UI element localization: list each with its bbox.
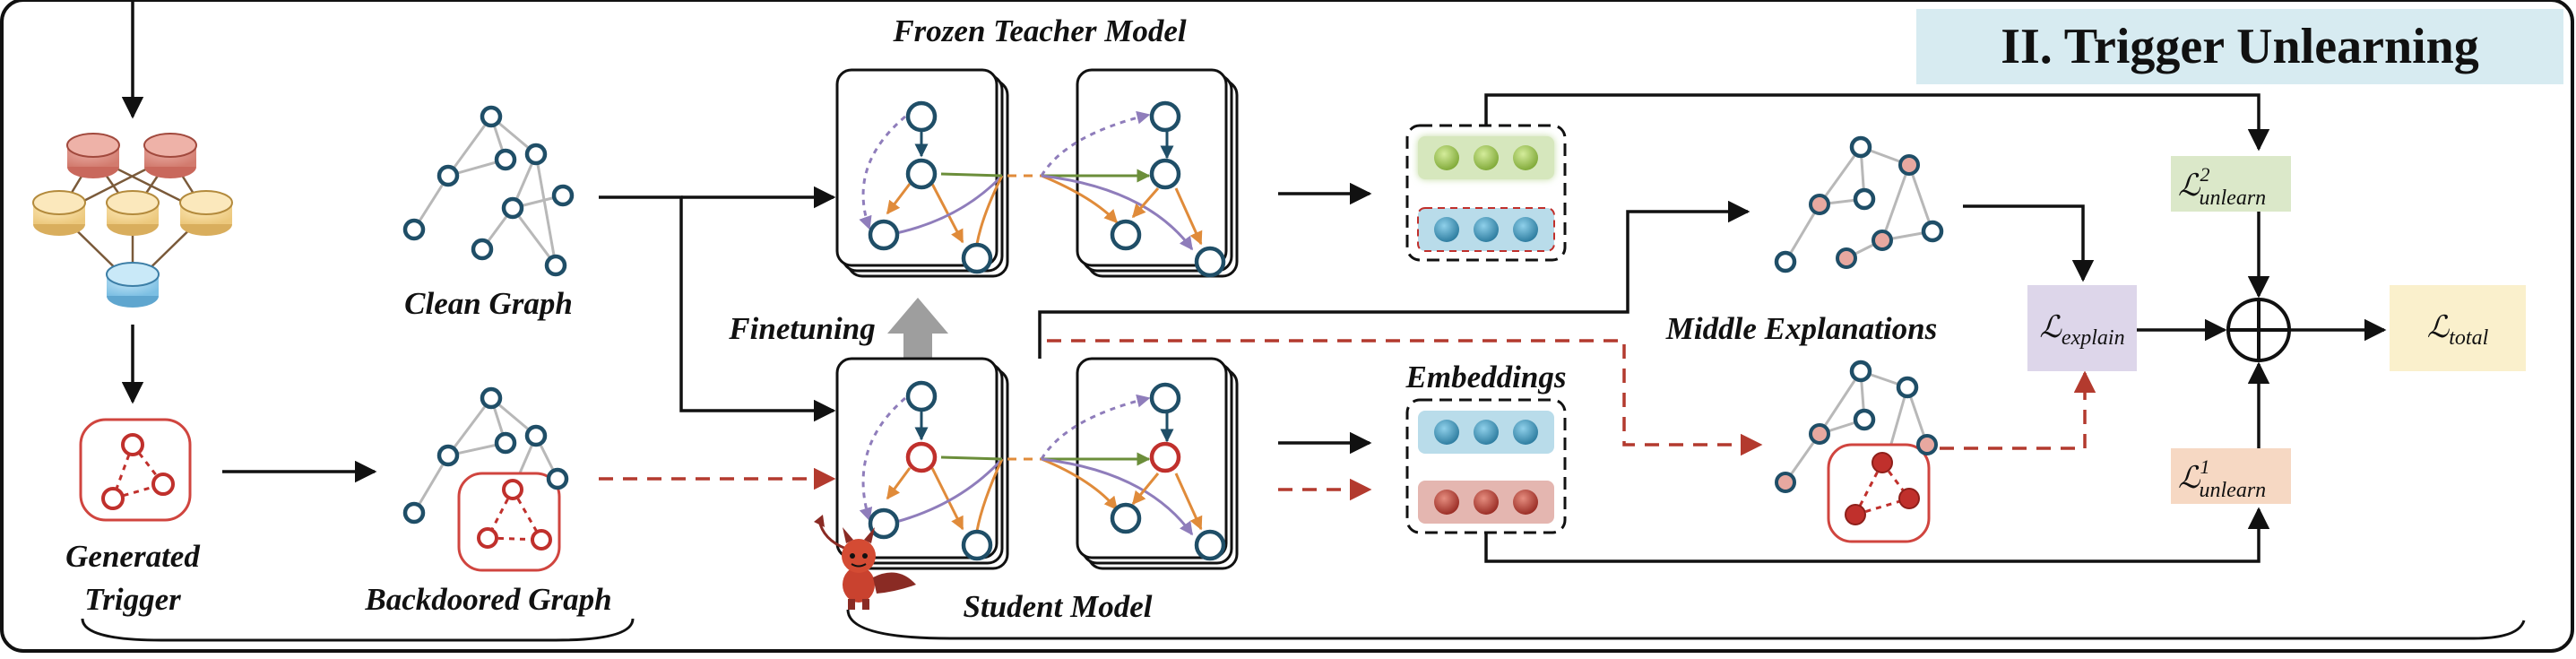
teacher-gnn-layer-2 — [1040, 68, 1239, 278]
section-title: II. Trigger Unlearning — [2001, 19, 2479, 74]
finetuning-label: Finetuning — [728, 311, 875, 346]
arrow-to-middle-explanation-clean — [1038, 200, 1750, 359]
generator-node-red-1 — [66, 133, 120, 178]
sum-operator-icon — [2226, 298, 2291, 362]
arrow-clean-to-explain-loss — [1963, 204, 2095, 282]
student-model-label: Student Model — [963, 589, 1152, 624]
bracket-right — [846, 609, 2526, 640]
student-gnn-layer-1 — [835, 357, 1009, 570]
middle-explanation-backdoor-graph — [1775, 360, 1938, 543]
loss-unlearn2-box — [2171, 156, 2291, 212]
loss-unlearn1-sub: unlearn — [2200, 479, 2267, 502]
generator-node-yellow-3 — [179, 190, 233, 236]
devil-icon — [814, 515, 916, 610]
loss-explain-box — [2027, 285, 2137, 371]
middle-explanation-clean-graph — [1774, 135, 1944, 273]
loss-unlearn1-base: ℒ — [2178, 462, 2201, 495]
middle-explanations-label: Middle Explanations — [1665, 311, 1937, 346]
loss-total-base: ℒ — [2427, 311, 2451, 344]
loss-unlearn2-base: ℒ — [2178, 169, 2201, 203]
loss-unlearn2-sub: unlearn — [2200, 186, 2267, 210]
loss-unlearn1-sup: 1 — [2200, 455, 2210, 478]
bracket-left — [81, 618, 635, 642]
title-badge — [1916, 9, 2563, 84]
frozen-teacher-label: Frozen Teacher Model — [892, 13, 1187, 48]
generator-node-yellow-2 — [106, 190, 160, 236]
generated-trigger-label-line1: Generated — [65, 539, 200, 574]
teacher-gnn-layer-1 — [835, 68, 1009, 278]
arrow-backdoor-to-explain-loss — [1940, 370, 2096, 450]
loss-explain: ℒexplain — [2039, 311, 2124, 350]
teacher-embeddings — [1405, 124, 1567, 262]
clean-graph-label: Clean Graph — [404, 286, 573, 321]
loss-unlearn1-box — [2171, 448, 2291, 504]
arrow-to-middle-explanation-backdoor — [1047, 339, 1763, 456]
generator-node-red-2 — [143, 133, 197, 178]
loss-total-sub: total — [2449, 326, 2488, 350]
backdoored-graph-label: Backdoored Graph — [364, 582, 611, 617]
loss-explain-base: ℒ — [2039, 311, 2062, 344]
generated-trigger-graph — [79, 418, 192, 522]
generator-node-blue — [106, 262, 160, 308]
trigger-generator-network — [32, 0, 233, 404]
generated-trigger-label-line2: Trigger — [84, 582, 181, 617]
loss-total: ℒtotal — [2427, 311, 2489, 350]
generator-node-yellow-1 — [32, 190, 86, 236]
embeddings-label: Embeddings — [1405, 360, 1567, 395]
loss-total-box — [2390, 285, 2526, 371]
loss-explain-sub: explain — [2062, 326, 2125, 350]
student-gnn-layer-2 — [1040, 357, 1239, 570]
loss-unlearn2-sup: 2 — [2200, 163, 2210, 186]
clean-graph — [402, 105, 575, 277]
connectors-to-models — [599, 186, 836, 490]
loss-connectors — [1484, 93, 2387, 563]
backdoored-graph — [402, 386, 569, 572]
student-embeddings — [1405, 398, 1567, 534]
